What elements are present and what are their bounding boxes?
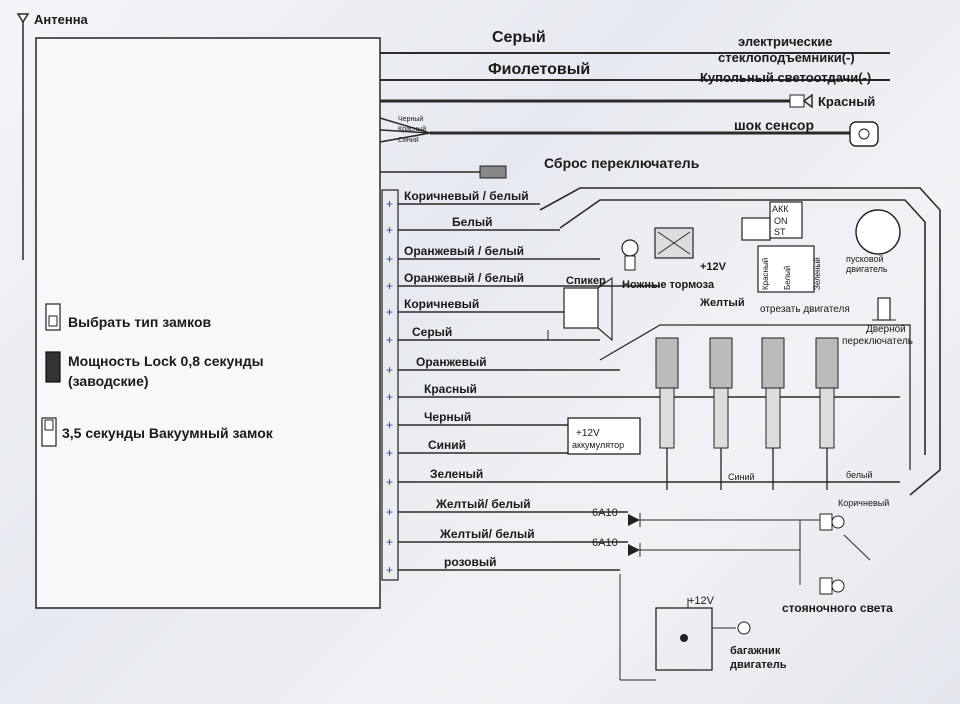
- st-label: ST: [774, 227, 786, 237]
- relay-icon: [654, 227, 694, 259]
- wire-mark: +: [386, 390, 393, 404]
- wire-label: Черный: [424, 410, 471, 424]
- trunk-release-icon: [619, 574, 751, 681]
- wire-label: Оранжевый: [416, 355, 487, 369]
- wire-mark: +: [386, 446, 393, 460]
- wire-mark: +: [386, 505, 393, 519]
- wire-label: Оранжевый / белый: [404, 271, 524, 285]
- lock-power-jumper-icon: [45, 351, 61, 383]
- gray-top-label: Серый: [492, 29, 546, 46]
- wire-label: Серый: [412, 325, 452, 339]
- parking-lights-label: стояночного света: [782, 601, 893, 615]
- starter-label: пусковой: [846, 254, 884, 264]
- wire-mark: +: [386, 333, 393, 347]
- wire-mark: +: [386, 305, 393, 319]
- lock-actuator: [761, 337, 785, 490]
- wire-label: Желтый/ белый: [439, 527, 535, 541]
- main-connector: [381, 189, 399, 581]
- door-switch-label: Дверной: [866, 324, 906, 335]
- wire-label: Синий: [428, 438, 466, 452]
- speaker-label: Спикер: [566, 275, 606, 287]
- shock-blue-label: Синий: [398, 136, 419, 144]
- wire-label: Коричневый / белый: [404, 189, 529, 203]
- plus12-label: +12V: [700, 261, 727, 273]
- lock-power-label: Мощность Lock 0,8 секунды: [68, 353, 264, 369]
- wire-mark: +: [386, 535, 393, 549]
- wire-mark: +: [386, 475, 393, 489]
- trunk-sublabel: двигатель: [730, 659, 787, 671]
- white-vertical-label: Белый: [783, 266, 792, 290]
- battery-icon: [567, 417, 641, 455]
- wire-bus: Коричневый / белый + Белый + Оранжевый / бел…: [386, 189, 900, 577]
- wire-mark: +: [386, 418, 393, 432]
- akk-label: АКК: [772, 204, 789, 214]
- green-vertical-label: Зеленый: [813, 257, 822, 290]
- reset-switch-label: Сброс переключатель: [544, 155, 700, 171]
- foot-brake-icon: [621, 239, 639, 271]
- fuse2-label: 6A10: [592, 537, 618, 549]
- cut-engine-label: отрезать двигателя: [760, 304, 850, 315]
- fuse1-label: 6A10: [592, 507, 618, 519]
- antenna-label: Антенна: [34, 12, 89, 27]
- lock-actuator: [655, 337, 679, 490]
- lock-type-label: Выбрать тип замков: [68, 314, 212, 330]
- trunk-label: багажник: [730, 645, 781, 657]
- blue-small-label: Синий: [728, 472, 755, 482]
- lock-actuator: [815, 337, 839, 490]
- wire-label: Коричневый: [404, 297, 479, 311]
- wire-label: Зеленый: [430, 467, 483, 481]
- foot-brake-label: Ножные тормоза: [622, 279, 715, 291]
- lock-power-sublabel: (заводские): [68, 373, 149, 389]
- speaker-icon: [540, 276, 613, 342]
- door-switch-sublabel: переключатель: [842, 336, 913, 347]
- wire-label: Желтый/ белый: [435, 497, 531, 511]
- antenna-icon: [16, 13, 30, 260]
- vacuum-lock-jumper-icon: [41, 417, 57, 447]
- battery-label: +12V: [576, 428, 600, 439]
- vacuum-lock-label: 3,5 секунды Вакуумный замок: [62, 425, 274, 441]
- wire-label: Белый: [452, 215, 493, 229]
- battery-sublabel: аккумулятор: [572, 440, 624, 450]
- wire-label: Красный: [424, 382, 477, 396]
- lock-type-jumper-icon: [45, 303, 61, 331]
- starter-sublabel: двигатель: [846, 264, 888, 274]
- ignition-switch-icon: [741, 201, 815, 293]
- shock-sensor-label: шок сенсор: [734, 117, 814, 133]
- door-switch-icon: [872, 297, 896, 321]
- wire-mark: +: [386, 563, 393, 577]
- wire-label: розовый: [444, 555, 497, 569]
- wire-mark: +: [386, 279, 393, 293]
- starter-motor-icon: [855, 209, 901, 255]
- yellow-label: Желтый: [699, 297, 745, 309]
- wire-mark: +: [386, 197, 393, 211]
- shock-black-label: Черный: [398, 115, 423, 123]
- windows-sublabel: стеклоподъемники(-): [718, 50, 855, 65]
- harness-outline: [539, 187, 941, 496]
- wire-label: Оранжевый / белый: [404, 244, 524, 258]
- wire-mark: +: [386, 252, 393, 266]
- shock-red-label: Красный: [398, 125, 426, 133]
- diode-icon: [628, 513, 641, 557]
- wire-mark: +: [386, 223, 393, 237]
- shock-sensor-icon: [849, 121, 879, 147]
- parking-light-connectors: [640, 513, 871, 595]
- trunk-plus-label: +12V: [688, 595, 715, 607]
- brown-small-label: Коричневый: [838, 498, 889, 508]
- dome-light-label: Купольный светоотдачи(-): [700, 70, 871, 85]
- top-wires: [379, 52, 890, 179]
- violet-label: Фиолетовый: [488, 61, 590, 78]
- wire-mark: +: [386, 363, 393, 377]
- on-label: ON: [774, 216, 788, 226]
- red-vertical-label: Красный: [761, 258, 770, 290]
- red-top-label: Красный: [818, 94, 875, 109]
- lock-actuator: [709, 337, 733, 490]
- lock-actuator-icon: [655, 337, 839, 490]
- windows-label: электрические: [738, 34, 833, 49]
- control-unit-box: [35, 37, 381, 609]
- white-small-label: белый: [846, 470, 873, 480]
